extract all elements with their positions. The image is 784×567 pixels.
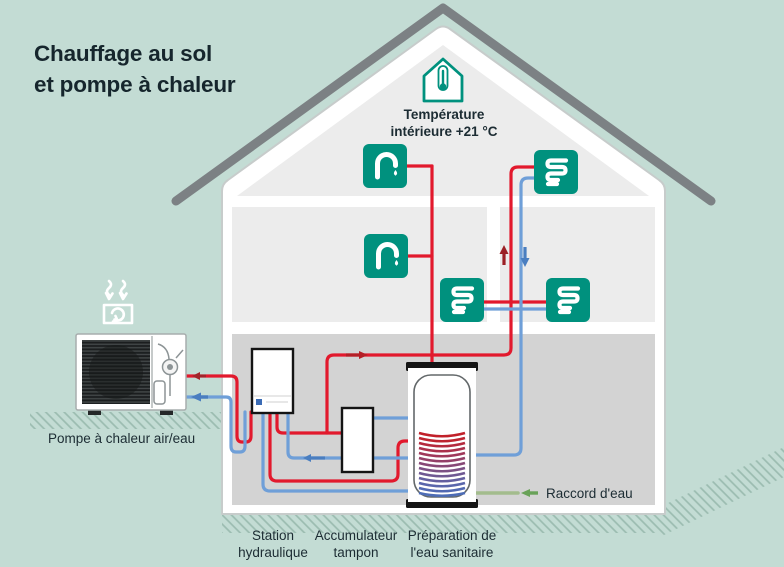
roof — [171, 3, 716, 206]
tank-heat-coil — [418, 431, 466, 498]
flow-arrow-supply-right — [346, 351, 368, 359]
water-connection-label: Raccord d'eau — [546, 486, 633, 501]
station-logo — [256, 399, 262, 405]
pipe-hot-heatpump — [176, 374, 253, 444]
ground-under-house — [222, 514, 665, 533]
pipe-hot-tank-coil — [268, 410, 414, 483]
dhw-tank — [406, 362, 478, 508]
thermometer-house-icon — [422, 57, 464, 103]
flow-arrow-return-left — [303, 454, 325, 462]
pipe-cold-heatpump — [176, 395, 247, 454]
flow-arrows — [191, 245, 538, 497]
hydraulic-station — [250, 347, 295, 415]
pipe-cold-tank-bottom — [261, 410, 414, 493]
flow-arrow-hot-out — [192, 372, 206, 380]
pipe-cold-return-riser — [472, 176, 538, 457]
ground-right — [662, 447, 784, 536]
pipe-cold-to-station — [286, 410, 476, 460]
buffer-label: Accumulateur tampon — [314, 528, 398, 561]
air-flow-icon — [102, 279, 134, 325]
title-line1: Chauffage au sol — [34, 41, 213, 66]
compressor-sketch — [153, 343, 184, 405]
indoor-temperature-label: Température intérieure +21 °C — [390, 107, 498, 140]
pipe-cold-network — [176, 176, 548, 493]
floor-heating-icon — [440, 278, 484, 322]
flow-arrow-riser-down — [520, 247, 530, 267]
floor-heating-icon — [546, 278, 590, 322]
flow-arrow-cold-in — [191, 392, 208, 402]
ground-left — [30, 412, 222, 429]
interior-wall — [487, 207, 500, 322]
pipe-hot-buffer — [275, 410, 346, 435]
floor-heating-icon — [534, 150, 578, 194]
faucet-icon — [364, 234, 408, 278]
flow-arrow-riser-up — [499, 245, 509, 265]
station-label: Station hydraulique — [238, 528, 308, 561]
title-line2: et pompe à chaleur — [34, 72, 236, 98]
heat-pump-unit — [75, 333, 187, 415]
pipe-hot-network — [176, 164, 548, 483]
flow-arrow-water-left — [521, 489, 538, 497]
heat-pump-label: Pompe à chaleur air/eau — [48, 431, 196, 446]
buffer-tank — [340, 406, 375, 474]
pipe-hot-main-riser — [325, 165, 538, 435]
dhw-label: Préparation de l'eau sanitaire — [407, 528, 497, 561]
page-title: Chauffage au sol et pompe à chaleur — [34, 38, 236, 100]
faucet-icon — [363, 144, 407, 188]
